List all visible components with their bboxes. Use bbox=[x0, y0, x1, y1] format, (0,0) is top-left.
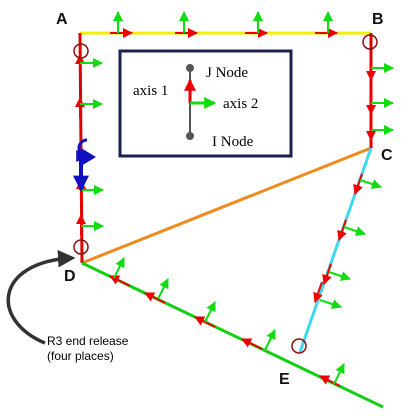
axis-arrow bbox=[337, 219, 366, 241]
legend-i-node-dot bbox=[186, 132, 194, 140]
node-label-a: A bbox=[56, 11, 68, 28]
axis-arrow bbox=[109, 257, 131, 287]
axis-arrow bbox=[76, 214, 104, 235]
legend-axis1-label: axis 1 bbox=[133, 83, 168, 99]
axis-arrow bbox=[245, 11, 268, 38]
release-circle-a bbox=[73, 43, 89, 59]
axis-arrow bbox=[144, 278, 169, 304]
node-label-b: B bbox=[372, 11, 384, 28]
axis-arrow bbox=[110, 11, 133, 38]
member-d-c bbox=[81, 146, 372, 265]
node-label-d: D bbox=[64, 268, 76, 285]
axis-arrow bbox=[241, 329, 276, 351]
legend-i-node-label: I Node bbox=[212, 134, 254, 150]
annotation-line-2: (four places) bbox=[47, 349, 114, 363]
local-axes-member-b-c bbox=[366, 58, 394, 141]
legend-box: J Node I Node axis 1 axis 2 bbox=[118, 49, 293, 158]
legend-j-node-label: J Node bbox=[206, 65, 248, 81]
axis-arrow bbox=[366, 58, 394, 81]
callout-arrow bbox=[6, 249, 76, 345]
local-axes-member-c-e bbox=[313, 173, 382, 309]
node-label-c: C bbox=[381, 147, 393, 164]
axis-arrow bbox=[313, 281, 342, 309]
axis-arrow bbox=[366, 118, 394, 141]
axis-arrow bbox=[366, 92, 394, 115]
moment-symbol bbox=[73, 138, 96, 192]
annotation-line-1: R3 end release bbox=[47, 334, 129, 348]
axis-arrow bbox=[76, 179, 104, 200]
axis-arrow bbox=[75, 97, 103, 118]
local-axes-member-d-e bbox=[109, 257, 345, 387]
node-label-e: E bbox=[279, 371, 290, 388]
legend-axis2-label: axis 2 bbox=[223, 96, 258, 112]
axis-arrow bbox=[194, 301, 216, 328]
local-axes-member-a-d bbox=[75, 54, 104, 235]
release-circle-d bbox=[73, 239, 89, 255]
axis-arrow bbox=[319, 363, 345, 387]
axis-arrow bbox=[175, 11, 198, 38]
local-axes-member-a-b bbox=[110, 11, 338, 38]
release-circle-e bbox=[291, 338, 307, 354]
axis-arrow bbox=[322, 263, 351, 285]
legend-j-node-dot bbox=[186, 64, 194, 72]
axis-arrow bbox=[315, 11, 338, 38]
release-circle-b bbox=[362, 34, 378, 50]
axis-arrow bbox=[353, 173, 382, 195]
